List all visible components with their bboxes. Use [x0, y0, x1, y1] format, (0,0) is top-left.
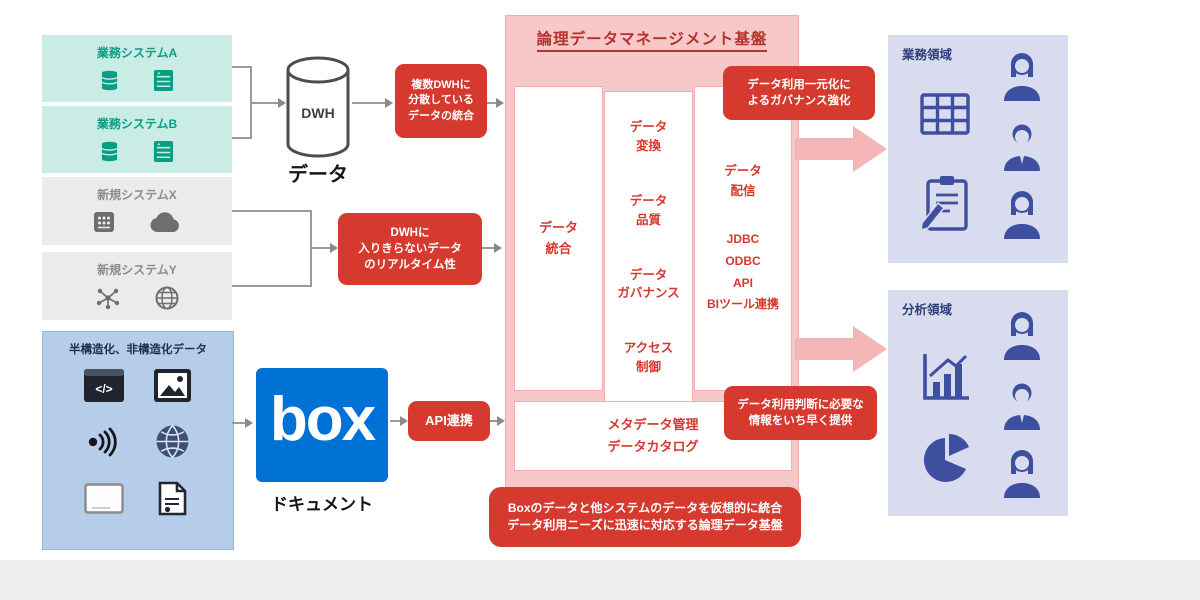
- connector-dwh-callout: [352, 102, 386, 104]
- business-domain-box: 業務領域: [888, 35, 1068, 263]
- person-icon: [1004, 312, 1040, 360]
- panel-title: 論理データマネージメント基盤: [506, 27, 798, 52]
- person-icon: [1004, 124, 1040, 171]
- source-system-b: 業務システムB: [42, 106, 232, 173]
- pie-chart-icon: [923, 434, 969, 482]
- connector-b: [232, 137, 252, 139]
- person-icon: [1004, 191, 1040, 239]
- analysis-domain-box: 分析領域: [888, 290, 1068, 516]
- bar-chart-icon: [923, 354, 969, 400]
- connector-to-box: [232, 422, 247, 424]
- source-system-a: 業務システムA: [42, 35, 232, 102]
- connector-callout1-panel: [487, 102, 498, 104]
- audio-icon: [88, 427, 117, 456]
- arrowhead-callout2: [330, 243, 338, 253]
- callout-realtime: DWHに 入りきらないデータ のリアルタイム性: [338, 213, 482, 285]
- arrowhead-panel1: [496, 98, 504, 108]
- source-system-y-label: 新規システムY: [97, 263, 177, 277]
- delivery-label: データ 配信: [724, 164, 762, 199]
- arrowhead-api: [400, 416, 408, 426]
- business-domain-title: 業務領域: [902, 48, 953, 62]
- box-caption: ドキュメント: [271, 495, 373, 514]
- callout-api: API連携: [408, 401, 490, 441]
- network-icon: [96, 288, 120, 310]
- callout-summary: Boxのデータと他システムのデータを仮想的に統合 データ利用ニーズに迅速に対応す…: [489, 487, 801, 547]
- clipboard-icon: [920, 176, 968, 232]
- function-access-control: アクセス 制御: [623, 341, 674, 375]
- connector-to-callout2: [310, 247, 332, 249]
- function-data-governance: データ ガバナンス: [617, 267, 680, 301]
- server-icon: [153, 141, 174, 162]
- image-icon: [154, 369, 191, 402]
- connector-api-panel: [490, 420, 499, 422]
- box-logo-text: box: [269, 385, 376, 454]
- bottom-strip: [0, 560, 1200, 600]
- analysis-domain-title: 分析領域: [902, 303, 953, 317]
- column-data-delivery: データ 配信 JDBC ODBC API BIツール連携: [694, 86, 792, 391]
- code-window-icon: </>: [83, 369, 124, 402]
- cloud-icon: [150, 211, 179, 232]
- function-data-transform: データ 変換: [629, 120, 668, 153]
- database-icon: [101, 141, 118, 162]
- server-icon: [153, 70, 174, 91]
- person-icon: [1004, 53, 1040, 101]
- person-icon: [1004, 383, 1040, 430]
- arrowhead-callout1: [385, 98, 393, 108]
- callout-governance: データ利用一元化に よるガバナンス強化: [723, 66, 875, 120]
- connector-to-dwh: [250, 102, 280, 104]
- source-system-x-label: 新規システムX: [97, 188, 177, 202]
- protocols-label: JDBC ODBC API BIツール連携: [706, 232, 779, 312]
- unstructured-data-box: 半構造化、非構造化データ </>: [42, 331, 234, 550]
- unstructured-data-label: 半構造化、非構造化データ: [69, 344, 207, 356]
- column-data-functions: データ 変換 データ 品質 データ ガバナンス アクセス 制御: [604, 91, 693, 404]
- callout-quick-info: データ利用判断に必要な 情報をいち早く提供: [724, 386, 877, 440]
- document-icon: [83, 483, 124, 514]
- file-icon: [158, 481, 187, 516]
- box-logo: box: [256, 368, 388, 482]
- connector-a: [232, 66, 252, 68]
- arrow-to-analysis-domain: [795, 326, 887, 372]
- source-system-y: 新規システムY: [42, 252, 232, 320]
- dwh-caption: データ: [288, 164, 348, 186]
- source-system-b-label: 業務システムB: [96, 117, 178, 131]
- arrowhead-panel2: [494, 243, 502, 253]
- arrowhead-box: [245, 418, 253, 428]
- connector-y: [232, 285, 312, 287]
- web-globe-icon: [156, 425, 189, 458]
- globe-icon: [155, 286, 179, 310]
- source-system-x: 新規システムX: [42, 177, 232, 245]
- dwh-label: DWH: [301, 105, 334, 121]
- person-icon: [1004, 450, 1040, 498]
- column-data-integration: データ 統合: [514, 86, 603, 391]
- table-icon: [920, 93, 970, 135]
- connector-x: [232, 210, 312, 212]
- function-data-quality: データ 品質: [629, 193, 668, 227]
- storage-icon: [94, 212, 114, 232]
- connector-callout2-panel: [482, 247, 496, 249]
- dwh-cylinder: DWH: [284, 56, 352, 163]
- svg-text:</>: </>: [95, 382, 112, 396]
- arrowhead-panel3: [497, 416, 505, 426]
- source-system-a-label: 業務システムA: [96, 46, 178, 60]
- database-icon: [101, 70, 118, 91]
- callout-multi-dwh: 複数DWHに 分散している データの統合: [395, 64, 487, 138]
- connector-box-api: [390, 420, 402, 422]
- arrowhead-dwh: [278, 98, 286, 108]
- arrow-to-business-domain: [795, 126, 887, 172]
